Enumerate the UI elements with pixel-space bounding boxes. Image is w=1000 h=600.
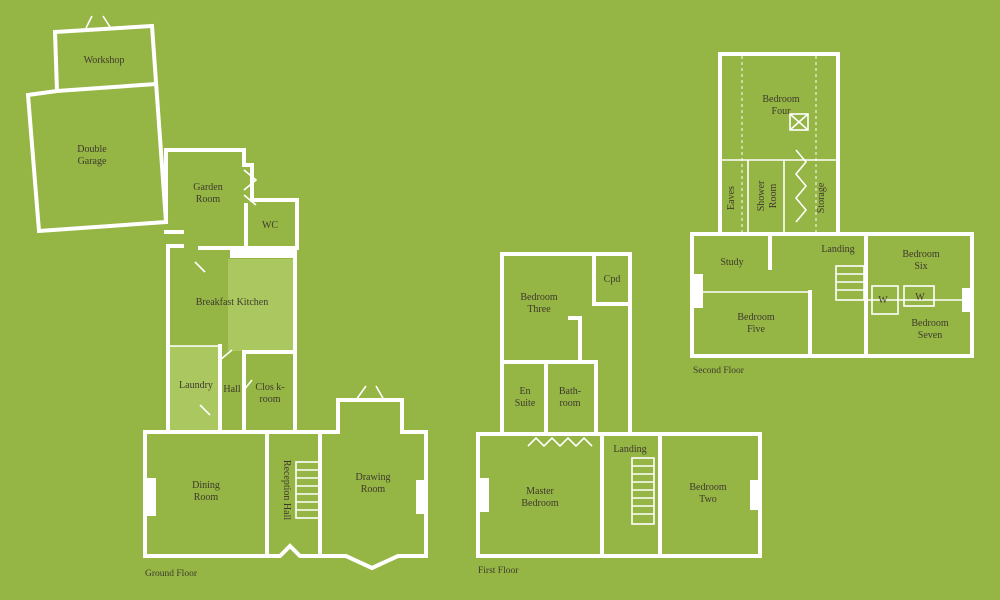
garden-room-door	[243, 169, 258, 206]
first-floor-upper-walls	[500, 252, 632, 436]
ground-floor-plan: Workshop Double Garage Garden Room WC Br…	[25, 15, 428, 579]
bedroom-three-label-2: Three	[527, 304, 551, 315]
w-label-right: W	[915, 292, 925, 303]
first-floor-plan: Bedroom Three Cpd En Suite Bath- room La…	[476, 252, 762, 576]
first-landing-label: Landing	[613, 444, 646, 455]
bedroom-seven-label-1: Bedroom	[911, 318, 948, 329]
master-bedroom-label-2: Bedroom	[521, 498, 558, 509]
bathroom-label-1: Bath-	[559, 386, 581, 397]
second-floor-plan: Bedroom Four Eaves Shower Room Storage S…	[690, 52, 974, 376]
first-floor-lower-walls	[476, 432, 762, 558]
shower-room-label-1: Shower	[756, 180, 767, 211]
wardrobe-left	[871, 285, 899, 315]
wardrobe-right	[903, 285, 935, 307]
drawing-room-label-2: Room	[361, 484, 386, 495]
second-floor-label: Second Floor	[693, 366, 745, 376]
workshop-partition	[54, 81, 159, 94]
first-floor-label: First Floor	[478, 566, 519, 576]
dining-room-walls	[143, 430, 269, 558]
bedroom-five-label-1: Bedroom	[737, 312, 774, 323]
bedroom-seven-label-2: Seven	[918, 330, 942, 341]
skylight	[789, 113, 809, 131]
breakfast-kitchen-highlight	[228, 259, 295, 351]
second-floor-main-walls	[690, 232, 974, 358]
workshop-label: Workshop	[84, 55, 125, 66]
reception-stairs	[295, 461, 321, 519]
bathroom-walls	[578, 360, 598, 436]
first-floor-stairs	[631, 457, 655, 525]
en-suite-label-1: En	[519, 386, 530, 397]
workshop-door	[85, 15, 111, 29]
study-label: Study	[720, 257, 743, 268]
bedroom-seven-fireplace	[962, 288, 971, 312]
hall-doors	[194, 261, 253, 416]
cloakroom-label-2: room	[259, 394, 280, 405]
second-floor-stairs	[835, 265, 865, 301]
laundry-label: Laundry	[179, 380, 213, 391]
wardrobe-zigzag	[527, 436, 593, 448]
w-label-left: W	[878, 295, 888, 306]
bedroom-two-label-2: Two	[699, 494, 717, 505]
drawing-fireplace	[416, 480, 425, 514]
storage-label: Storage	[816, 182, 827, 213]
bedroom-three-partition	[500, 316, 582, 364]
bedroom-five-fireplace	[694, 274, 703, 308]
reception-hall-label: Reception Hall	[281, 460, 292, 520]
dining-room-label-2: Room	[194, 492, 219, 503]
garden-room-walls	[164, 148, 299, 248]
bedroom-six-label-1: Bedroom	[902, 249, 939, 260]
kitchen-worktop	[230, 248, 296, 258]
ground-floor-label: Ground Floor	[145, 569, 198, 579]
bedroom-five-label-2: Five	[747, 324, 765, 335]
bedroom-three-label-1: Bedroom	[520, 292, 557, 303]
bedroom-two-label-1: Bedroom	[689, 482, 726, 493]
dining-room-label-1: Dining	[192, 480, 220, 491]
attic-walls	[718, 52, 840, 236]
bedroom-two-fireplace	[750, 480, 759, 510]
skylight-cross	[789, 113, 809, 131]
bathroom-label-2: room	[559, 398, 580, 409]
dining-fireplace	[147, 478, 156, 516]
breakfast-kitchen-label: Breakfast Kitchen	[196, 297, 268, 308]
hall-label: Hall	[223, 384, 240, 395]
bedroom-six-label-2: Six	[914, 261, 927, 272]
drawing-room-doors	[355, 385, 385, 401]
drawing-room-label-1: Drawing	[356, 472, 391, 483]
drawing-room-walls	[318, 398, 428, 571]
cpd-label: Cpd	[604, 274, 621, 285]
double-garage-label-2: Garage	[78, 156, 107, 167]
master-bedroom-label-1: Master	[526, 486, 554, 497]
en-suite-label-2: Suite	[515, 398, 536, 409]
garden-room-label-1: Garden	[193, 182, 222, 193]
cloakroom-label-1: Clos k-	[255, 382, 284, 393]
storage-zigzag	[794, 149, 808, 223]
laundry-highlight	[170, 346, 218, 430]
bedroom-four-label-2: Four	[772, 106, 792, 117]
garden-room-label-2: Room	[196, 194, 221, 205]
kitchen-outer-walls	[166, 244, 184, 434]
wc-label: WC	[262, 220, 278, 231]
second-landing-label: Landing	[821, 244, 854, 255]
bedroom-four-label-1: Bedroom	[762, 94, 799, 105]
double-garage-label-1: Double	[77, 144, 107, 155]
eaves-label: Eaves	[726, 186, 737, 210]
master-fireplace	[480, 478, 489, 512]
shower-room-label-2: Room	[768, 184, 779, 209]
